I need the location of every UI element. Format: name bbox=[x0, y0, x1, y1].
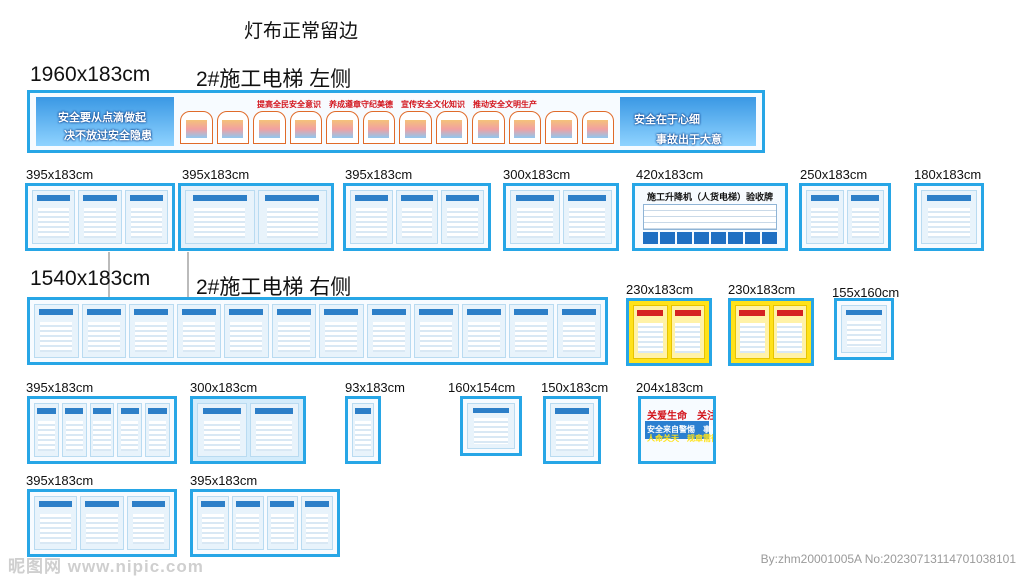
arch-picture bbox=[435, 111, 468, 144]
size-label: 395x183cm bbox=[345, 167, 413, 182]
arch-picture bbox=[581, 111, 614, 144]
board-panel bbox=[190, 396, 306, 464]
size-label: 395x183cm bbox=[26, 380, 94, 395]
right-section-name: 2#施工电梯 右侧 bbox=[196, 276, 352, 299]
connector-line bbox=[187, 252, 189, 300]
board-panel bbox=[27, 489, 177, 557]
board-panel bbox=[460, 396, 522, 456]
banner-left-block: 安全要从点滴做起 决不放过安全隐患 bbox=[36, 97, 174, 146]
board-panel bbox=[345, 396, 381, 464]
right-strip-panel bbox=[27, 297, 608, 365]
right-section-size: 1540x183cm bbox=[30, 267, 151, 290]
size-label: 93x183cm bbox=[345, 380, 405, 395]
size-label: 230x183cm bbox=[728, 282, 796, 297]
arch-picture bbox=[253, 111, 286, 144]
board-panel bbox=[799, 183, 891, 251]
board-panel bbox=[503, 183, 619, 251]
care-line2: 安全来自警惕 事故出于麻痹 bbox=[647, 425, 713, 434]
size-label: 155x160cm bbox=[832, 285, 900, 300]
board-panel bbox=[343, 183, 491, 251]
arch-picture bbox=[362, 111, 395, 144]
banner-left-line2: 决不放过安全隐患 bbox=[64, 130, 152, 142]
arch-picture bbox=[545, 111, 578, 144]
size-label: 395x183cm bbox=[182, 167, 250, 182]
left-section-name: 2#施工电梯 左侧 bbox=[196, 68, 352, 91]
banner-left-line1: 安全要从点滴做起 bbox=[58, 112, 146, 124]
arch-picture bbox=[216, 111, 249, 144]
care-band bbox=[645, 421, 709, 439]
arch-picture bbox=[326, 111, 359, 144]
safety-icons-row bbox=[643, 232, 777, 244]
connector-line bbox=[108, 252, 110, 298]
size-label: 420x183cm bbox=[636, 167, 704, 182]
left-section-size: 1960x183cm bbox=[30, 63, 151, 86]
size-label: 230x183cm bbox=[626, 282, 694, 297]
size-label: 300x183cm bbox=[190, 380, 258, 395]
yellow-board-panel bbox=[728, 298, 814, 366]
yellow-board-panel bbox=[626, 298, 712, 366]
banner-right-line2: 事故出于大意 bbox=[656, 134, 722, 146]
size-label: 395x183cm bbox=[26, 473, 94, 488]
care-line3: 人命关天 规章需循 bbox=[647, 434, 713, 443]
size-label: 160x154cm bbox=[448, 380, 516, 395]
size-label: 204x183cm bbox=[636, 380, 704, 395]
arch-picture bbox=[472, 111, 505, 144]
board-panel bbox=[543, 396, 601, 464]
banner-arches bbox=[180, 111, 614, 144]
board-panel bbox=[914, 183, 984, 251]
size-label: 250x183cm bbox=[800, 167, 868, 182]
banner-right-block: 安全在于心细 事故出于大意 bbox=[620, 97, 756, 146]
arch-picture bbox=[180, 111, 213, 144]
acceptance-table bbox=[643, 204, 777, 230]
watermark-site: 昵图网 www.nipic.com bbox=[8, 557, 204, 576]
banner-panel: 安全要从点滴做起 决不放过安全隐患 提高全民安全意识 养成遵章守纪美德 宣传安全… bbox=[27, 90, 765, 153]
board-panel bbox=[178, 183, 334, 251]
acceptance-sign-title: 施工升降机（人货电梯）验收牌 bbox=[646, 192, 773, 202]
board-panel bbox=[25, 183, 175, 251]
banner-headline: 提高全民安全意识 养成遵章守纪美德 宣传安全文化知识 推动安全文明生产 bbox=[257, 100, 537, 109]
size-label: 395x183cm bbox=[190, 473, 258, 488]
banner-middle: 提高全民安全意识 养成遵章守纪美德 宣传安全文化知识 推动安全文明生产 bbox=[180, 97, 614, 146]
arch-picture bbox=[508, 111, 541, 144]
board-panel bbox=[190, 489, 340, 557]
size-label: 300x183cm bbox=[503, 167, 571, 182]
size-label: 180x183cm bbox=[914, 167, 982, 182]
acceptance-sign-panel: 施工升降机（人货电梯）验收牌 bbox=[632, 183, 788, 251]
page-title: 灯布正常留边 bbox=[244, 20, 359, 42]
arch-picture bbox=[289, 111, 322, 144]
banner-right-line1: 安全在于心细 bbox=[634, 114, 700, 126]
size-label: 150x183cm bbox=[541, 380, 609, 395]
watermark-id: By:zhm20001005A No:20230713114701038101 bbox=[760, 552, 1016, 566]
arch-picture bbox=[399, 111, 432, 144]
board-panel bbox=[834, 298, 894, 360]
size-label: 395x183cm bbox=[26, 167, 94, 182]
board-panel bbox=[27, 396, 177, 464]
